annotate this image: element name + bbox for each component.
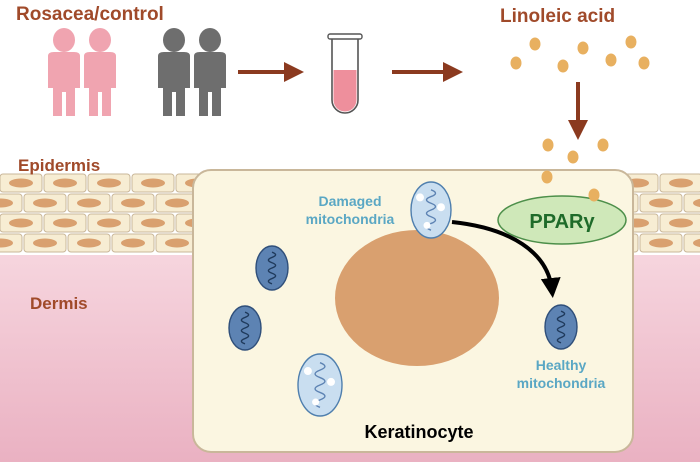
damaged-mitochondrion — [410, 181, 452, 239]
linoleic-acid-droplets — [510, 35, 650, 202]
linoleic-acid-droplet — [605, 53, 617, 67]
linoleic-acid-droplet — [541, 170, 553, 184]
epidermis-cell-nucleus — [9, 218, 33, 228]
epidermis-cell-nucleus — [53, 178, 77, 188]
linoleic-acid-droplet — [597, 138, 609, 152]
epidermis-cell-nucleus — [669, 218, 693, 228]
conversion-arrow — [451, 220, 561, 298]
healthy-mitochondrion — [544, 304, 578, 350]
epidermis-cell-nucleus — [53, 218, 77, 228]
epidermis-cell-nucleus — [141, 178, 165, 188]
epidermis-cell-nucleus — [77, 238, 101, 248]
epidermis-cell-nucleus — [77, 198, 101, 208]
groups-label: Rosacea/control — [16, 4, 164, 25]
epidermis-cell-nucleus — [693, 238, 700, 248]
damaged-label-line1: Damaged — [318, 193, 381, 209]
linoleic-acid-droplet — [557, 59, 569, 73]
linoleic-acid-droplet — [510, 56, 522, 70]
keratinocyte-label: Keratinocyte — [364, 422, 473, 442]
epidermis-cell-nucleus — [97, 218, 121, 228]
epidermis-cell-nucleus — [0, 238, 13, 248]
epidermis-cell-nucleus — [9, 178, 33, 188]
healthy-label-line2: mitochondria — [517, 375, 606, 391]
epidermis-cell-nucleus — [165, 198, 189, 208]
mitochondria-group — [228, 181, 578, 417]
epidermis-cell-nucleus — [33, 238, 57, 248]
epidermis-cell — [683, 193, 700, 213]
linoleic-acid-droplet — [529, 37, 541, 51]
pparg-label: PPARγ — [529, 211, 595, 233]
linoleic-acid-droplet — [542, 138, 554, 152]
epidermis-cell-nucleus — [33, 198, 57, 208]
healthy-label-line1: Healthy — [536, 357, 587, 373]
epidermis-cell-nucleus — [649, 238, 673, 248]
epidermis-cell-nucleus — [141, 218, 165, 228]
people-figures — [48, 28, 226, 116]
linoleic-acid-droplet — [625, 35, 637, 49]
epidermis-label: Epidermis — [18, 156, 100, 175]
person-icon — [158, 28, 190, 116]
damaged-mitochondrion — [297, 353, 343, 417]
epidermis-cell — [683, 233, 700, 253]
pparg-receptor — [497, 195, 627, 245]
epidermis-cell-nucleus — [0, 198, 13, 208]
person-icon — [84, 28, 116, 116]
linoleic-acid-droplet — [567, 150, 579, 164]
epidermis-cell-nucleus — [97, 178, 121, 188]
test-tube-icon — [327, 33, 363, 114]
dermis-label: Dermis — [30, 294, 88, 313]
person-icon — [48, 28, 80, 116]
epidermis-cell-nucleus — [693, 198, 700, 208]
person-icon — [194, 28, 226, 116]
healthy-mitochondrion — [228, 305, 262, 351]
nucleus — [335, 230, 499, 366]
epidermis-cell-nucleus — [649, 198, 673, 208]
healthy-mitochondrion — [255, 245, 289, 291]
epidermis-cell-nucleus — [165, 238, 189, 248]
epidermis-cell-nucleus — [121, 238, 145, 248]
linoleic-acid-droplet — [638, 56, 650, 70]
epidermis-cell-nucleus — [121, 198, 145, 208]
damaged-label-line2: mitochondria — [306, 211, 395, 227]
epidermis-cell-nucleus — [669, 178, 693, 188]
linoleic-acid-droplet — [588, 188, 600, 202]
linoleic-acid-droplet — [577, 41, 589, 55]
linoleic-acid-label: Linoleic acid — [500, 6, 615, 27]
